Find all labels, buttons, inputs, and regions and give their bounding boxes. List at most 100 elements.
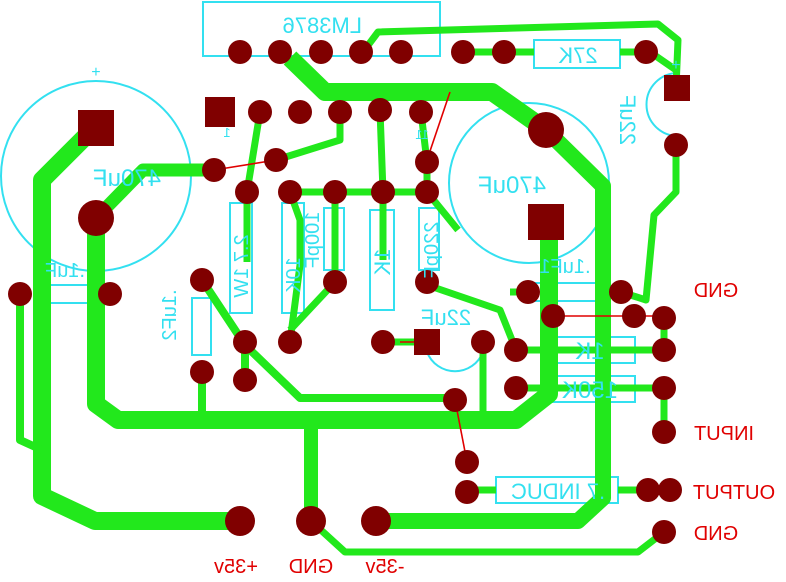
silkscreen-text-layer: LM3876 1 11 470uF 470uF + + 22uF 22uF .1… xyxy=(45,13,681,504)
trace-22uf-down xyxy=(619,145,680,304)
plus35-label: +35v xyxy=(214,556,258,578)
component-pad xyxy=(233,330,257,354)
component-pad xyxy=(415,180,439,204)
component-pad xyxy=(190,268,214,292)
res-1k-mid-label: 1K xyxy=(370,249,395,276)
component-pad xyxy=(516,280,540,304)
cap-22uf-top-label: 22uF xyxy=(615,95,640,145)
res-27k-label: 27K xyxy=(558,43,597,68)
ic-pin-pad xyxy=(389,40,413,64)
ic-pin-pad xyxy=(328,100,352,124)
component-pad xyxy=(415,270,439,294)
res-10k-label: 10K xyxy=(283,257,305,293)
ic-pin-pad xyxy=(409,100,433,124)
ic-pin1-square-pad xyxy=(205,97,235,127)
trace-res-to-gnd xyxy=(242,342,455,402)
res-1k-right-label: 1K xyxy=(575,338,604,365)
cap-22uf-mid-label: 22uF xyxy=(421,305,471,330)
component-pad xyxy=(371,180,395,204)
inductor-label: .7 INDUC xyxy=(511,479,605,504)
cap-470uf-right-label: 470uF xyxy=(478,172,546,199)
cap-22uf-mid-square-pad xyxy=(414,329,440,355)
res-2-7-label: 2.7 1W xyxy=(231,234,253,297)
component-pad xyxy=(541,304,565,328)
trace-minus35-rail xyxy=(376,124,611,529)
gnd-power-label: GND xyxy=(289,556,333,578)
cap-470-right-square-pad xyxy=(528,204,564,240)
trace-pin-d xyxy=(417,111,461,233)
ic-pin-pad xyxy=(492,40,516,64)
trace-ic-output xyxy=(283,51,552,138)
component-pad xyxy=(278,330,302,354)
connector-pad xyxy=(652,376,676,400)
gnd-bottom-label: GND xyxy=(694,523,738,545)
component-pad xyxy=(233,368,257,392)
cap-220pf-label: 220pF xyxy=(421,222,443,279)
cap-22uf-top-square-pad xyxy=(664,75,690,101)
component-pad xyxy=(98,282,122,306)
ic-label: LM3876 xyxy=(282,13,362,38)
jumper-b xyxy=(426,91,451,161)
component-pad xyxy=(443,388,467,412)
connector-pad xyxy=(652,338,676,362)
cap-100pf-label: 100pF xyxy=(302,212,324,269)
ic-pin-pad xyxy=(288,100,312,124)
gnd-bottom-connector-pad xyxy=(652,520,676,544)
cap-470-left-minus-pad xyxy=(78,200,114,236)
ic-pin-pad xyxy=(228,40,252,64)
component-pad xyxy=(264,148,288,172)
trace-gnd-bottom xyxy=(308,518,667,556)
trace-cap220 xyxy=(425,281,520,352)
minus35-label: -35v xyxy=(366,556,405,578)
component-pad xyxy=(471,330,495,354)
gnd-power-connector-pad xyxy=(296,506,326,536)
ic-pin-pad xyxy=(368,98,392,122)
gnd-connector-pad xyxy=(652,306,676,330)
trace-plus35-rail xyxy=(33,119,240,530)
cap-01uf-vert-outline xyxy=(191,297,212,356)
trace-res10k xyxy=(286,190,304,343)
ic-pin-pad xyxy=(248,100,272,124)
io-label-layer: GND INPUT OUTPUT GND +35v GND -35v xyxy=(214,280,775,578)
res-150k-label: 150K xyxy=(562,377,618,404)
component-pad xyxy=(622,304,646,328)
output-connector-pad xyxy=(636,478,660,502)
pad-layer xyxy=(8,40,690,544)
cap-01uf-left-label: .1uF xyxy=(45,260,85,282)
component-pad xyxy=(415,150,439,174)
cap-470uf-left-label: 470uF xyxy=(93,165,161,192)
component-pad xyxy=(323,180,347,204)
cap-01uf-right-label: .1uF1 xyxy=(539,256,590,278)
component-pad xyxy=(278,180,302,204)
inductor-pad xyxy=(455,450,479,474)
component-pad xyxy=(202,158,226,182)
input-label: INPUT xyxy=(694,423,754,445)
component-pad xyxy=(609,280,633,304)
cap-470-left-plus-mark: + xyxy=(91,64,100,81)
component-pad xyxy=(664,133,688,157)
input-connector-pad xyxy=(652,420,676,444)
copper-layer xyxy=(16,20,682,556)
component-pad xyxy=(504,338,528,362)
inductor-pad xyxy=(455,480,479,504)
component-pad xyxy=(634,40,658,64)
component-pad xyxy=(8,282,32,306)
component-pad xyxy=(190,360,214,384)
ic-pin-pad xyxy=(451,40,475,64)
cap-22uf-mid-outline xyxy=(426,351,484,373)
trace-top-loop xyxy=(360,20,682,89)
res-2-7-outline xyxy=(229,202,253,314)
cap-22uf-plus-mark: + xyxy=(671,57,680,74)
trace-cap01-left-a xyxy=(16,294,44,454)
ic-pin-pad xyxy=(309,40,333,64)
minus35-connector-pad xyxy=(361,506,391,536)
cap-470-left-plus-pad xyxy=(78,110,114,146)
ic-pin-pad xyxy=(349,40,373,64)
plus35-connector-pad xyxy=(225,506,255,536)
output-label: OUTPUT xyxy=(693,482,775,504)
component-pad xyxy=(235,180,259,204)
ic-pin11-mark: 11 xyxy=(415,127,429,142)
cap-220pf-outline xyxy=(418,207,440,271)
